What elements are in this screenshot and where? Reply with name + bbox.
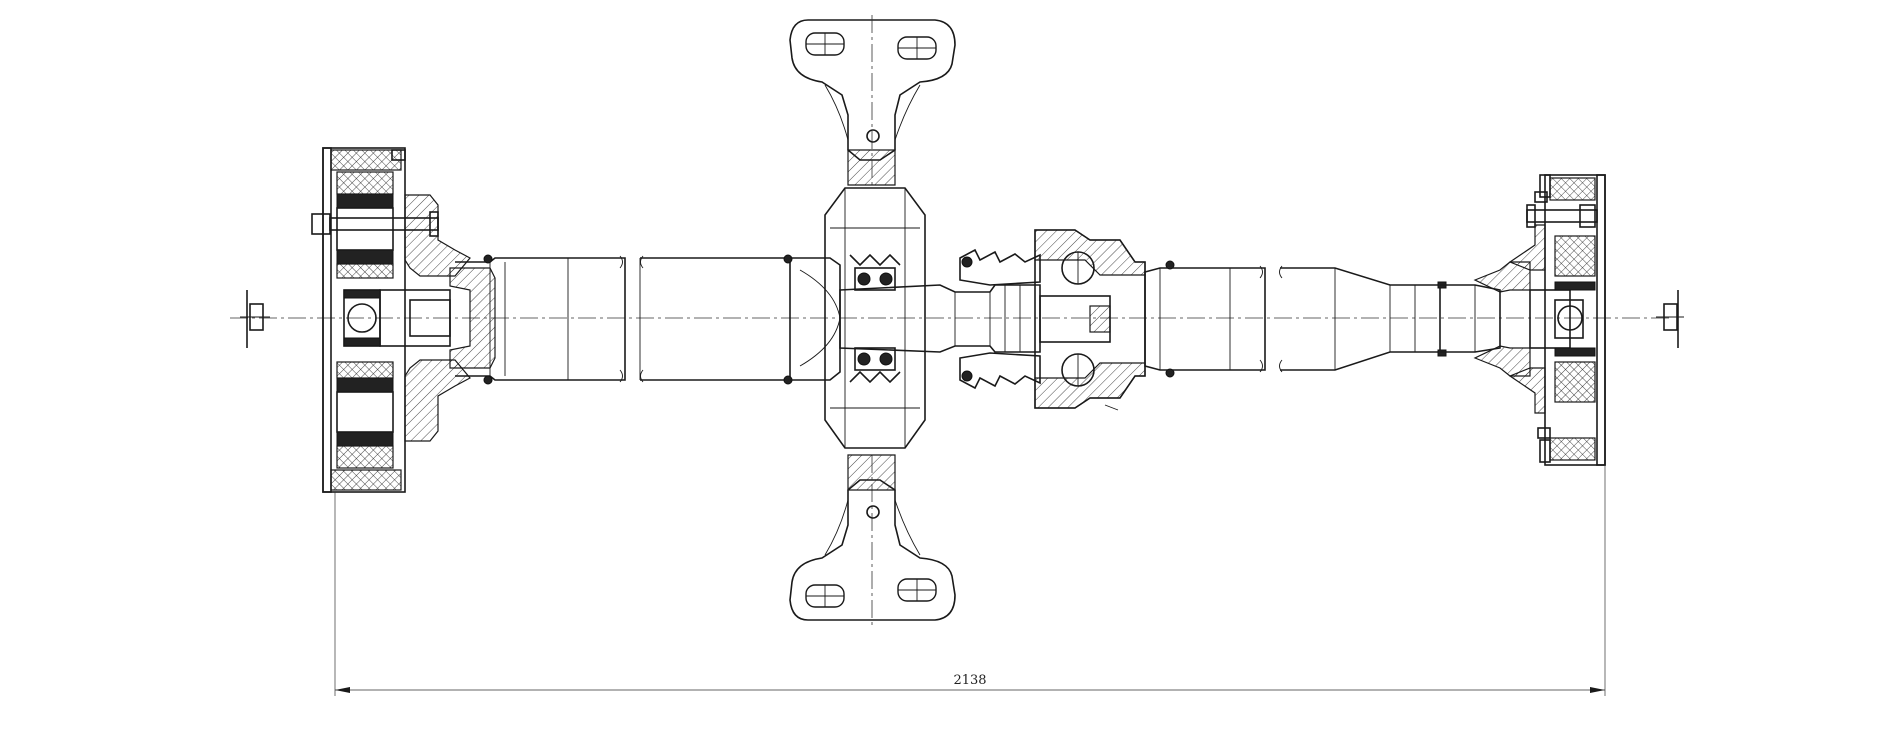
right-flange-hub [1473, 224, 1584, 414]
right-flex-coupling [1526, 174, 1606, 466]
left-flex-coupling [311, 147, 439, 493]
center-bearing-bracket-bottom [789, 454, 956, 625]
overall-length-dimension: 2138 [334, 465, 1606, 696]
cv-joint-boot [959, 248, 1041, 390]
intermediate-shaft [839, 284, 1041, 353]
front-tube [455, 254, 841, 385]
right-datum-symbol [1656, 290, 1684, 348]
rear-tube [1144, 260, 1501, 378]
center-bearing-housing [824, 187, 926, 449]
left-datum-symbol [240, 290, 270, 348]
left-flange-hub [379, 194, 496, 442]
center-bearing-bracket-top [789, 15, 956, 186]
overall-length-value: 2138 [953, 673, 986, 688]
cv-joint-housing [1034, 229, 1146, 411]
